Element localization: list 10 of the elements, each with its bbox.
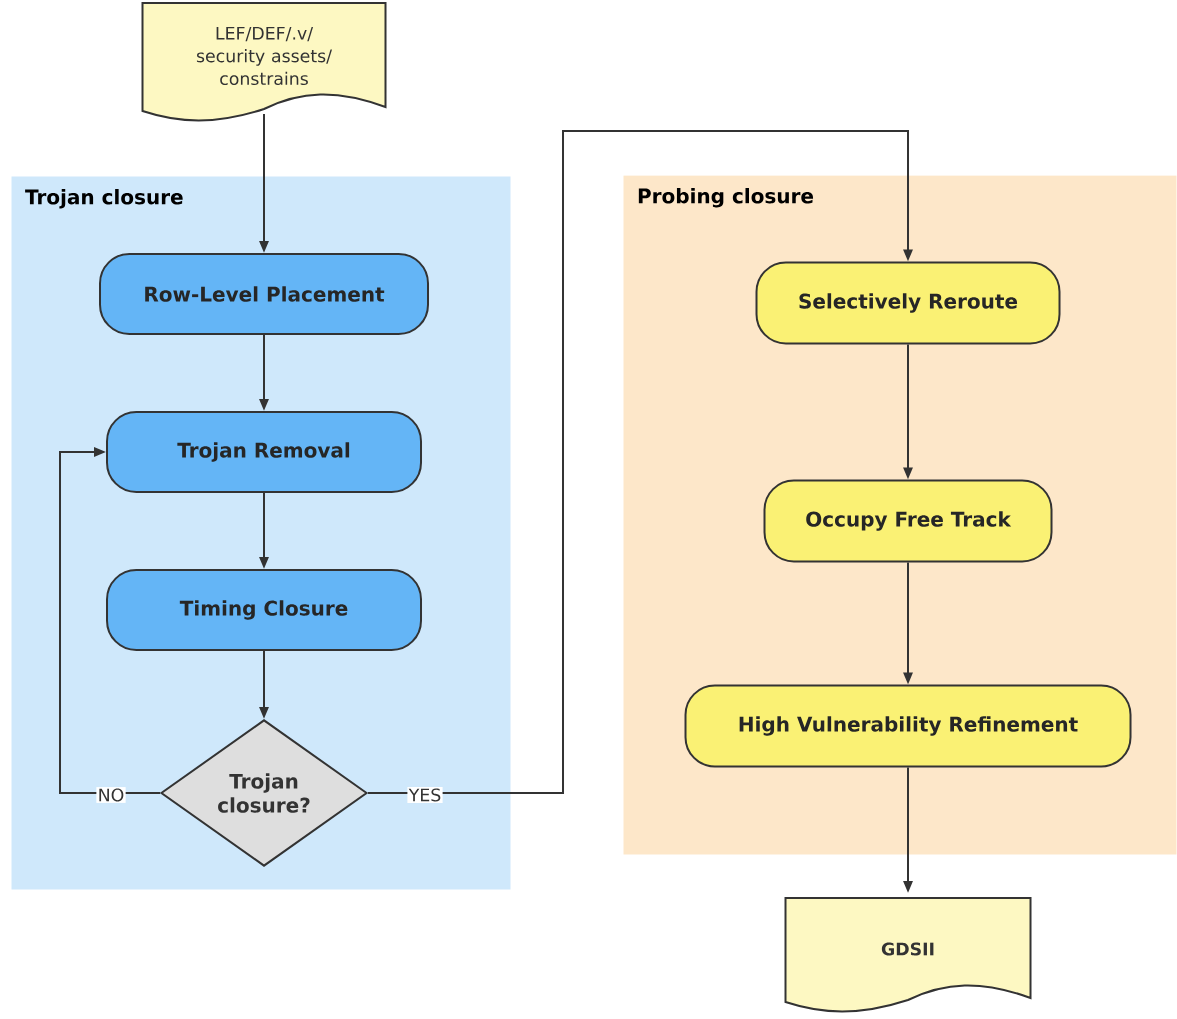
arrow xyxy=(59,447,161,794)
process-box: Row-Level Placement xyxy=(99,253,429,335)
arrow xyxy=(367,130,913,794)
process-box: Timing Closure xyxy=(106,569,422,651)
edge-label: YES xyxy=(407,787,443,803)
process-box: Trojan Removal xyxy=(106,411,422,493)
edge-label: NO xyxy=(96,787,126,803)
process-box: Occupy Free Track xyxy=(763,479,1053,563)
process-box: Selectively Reroute xyxy=(755,261,1061,345)
process-box: High Vulnerability Refinement xyxy=(684,684,1132,768)
